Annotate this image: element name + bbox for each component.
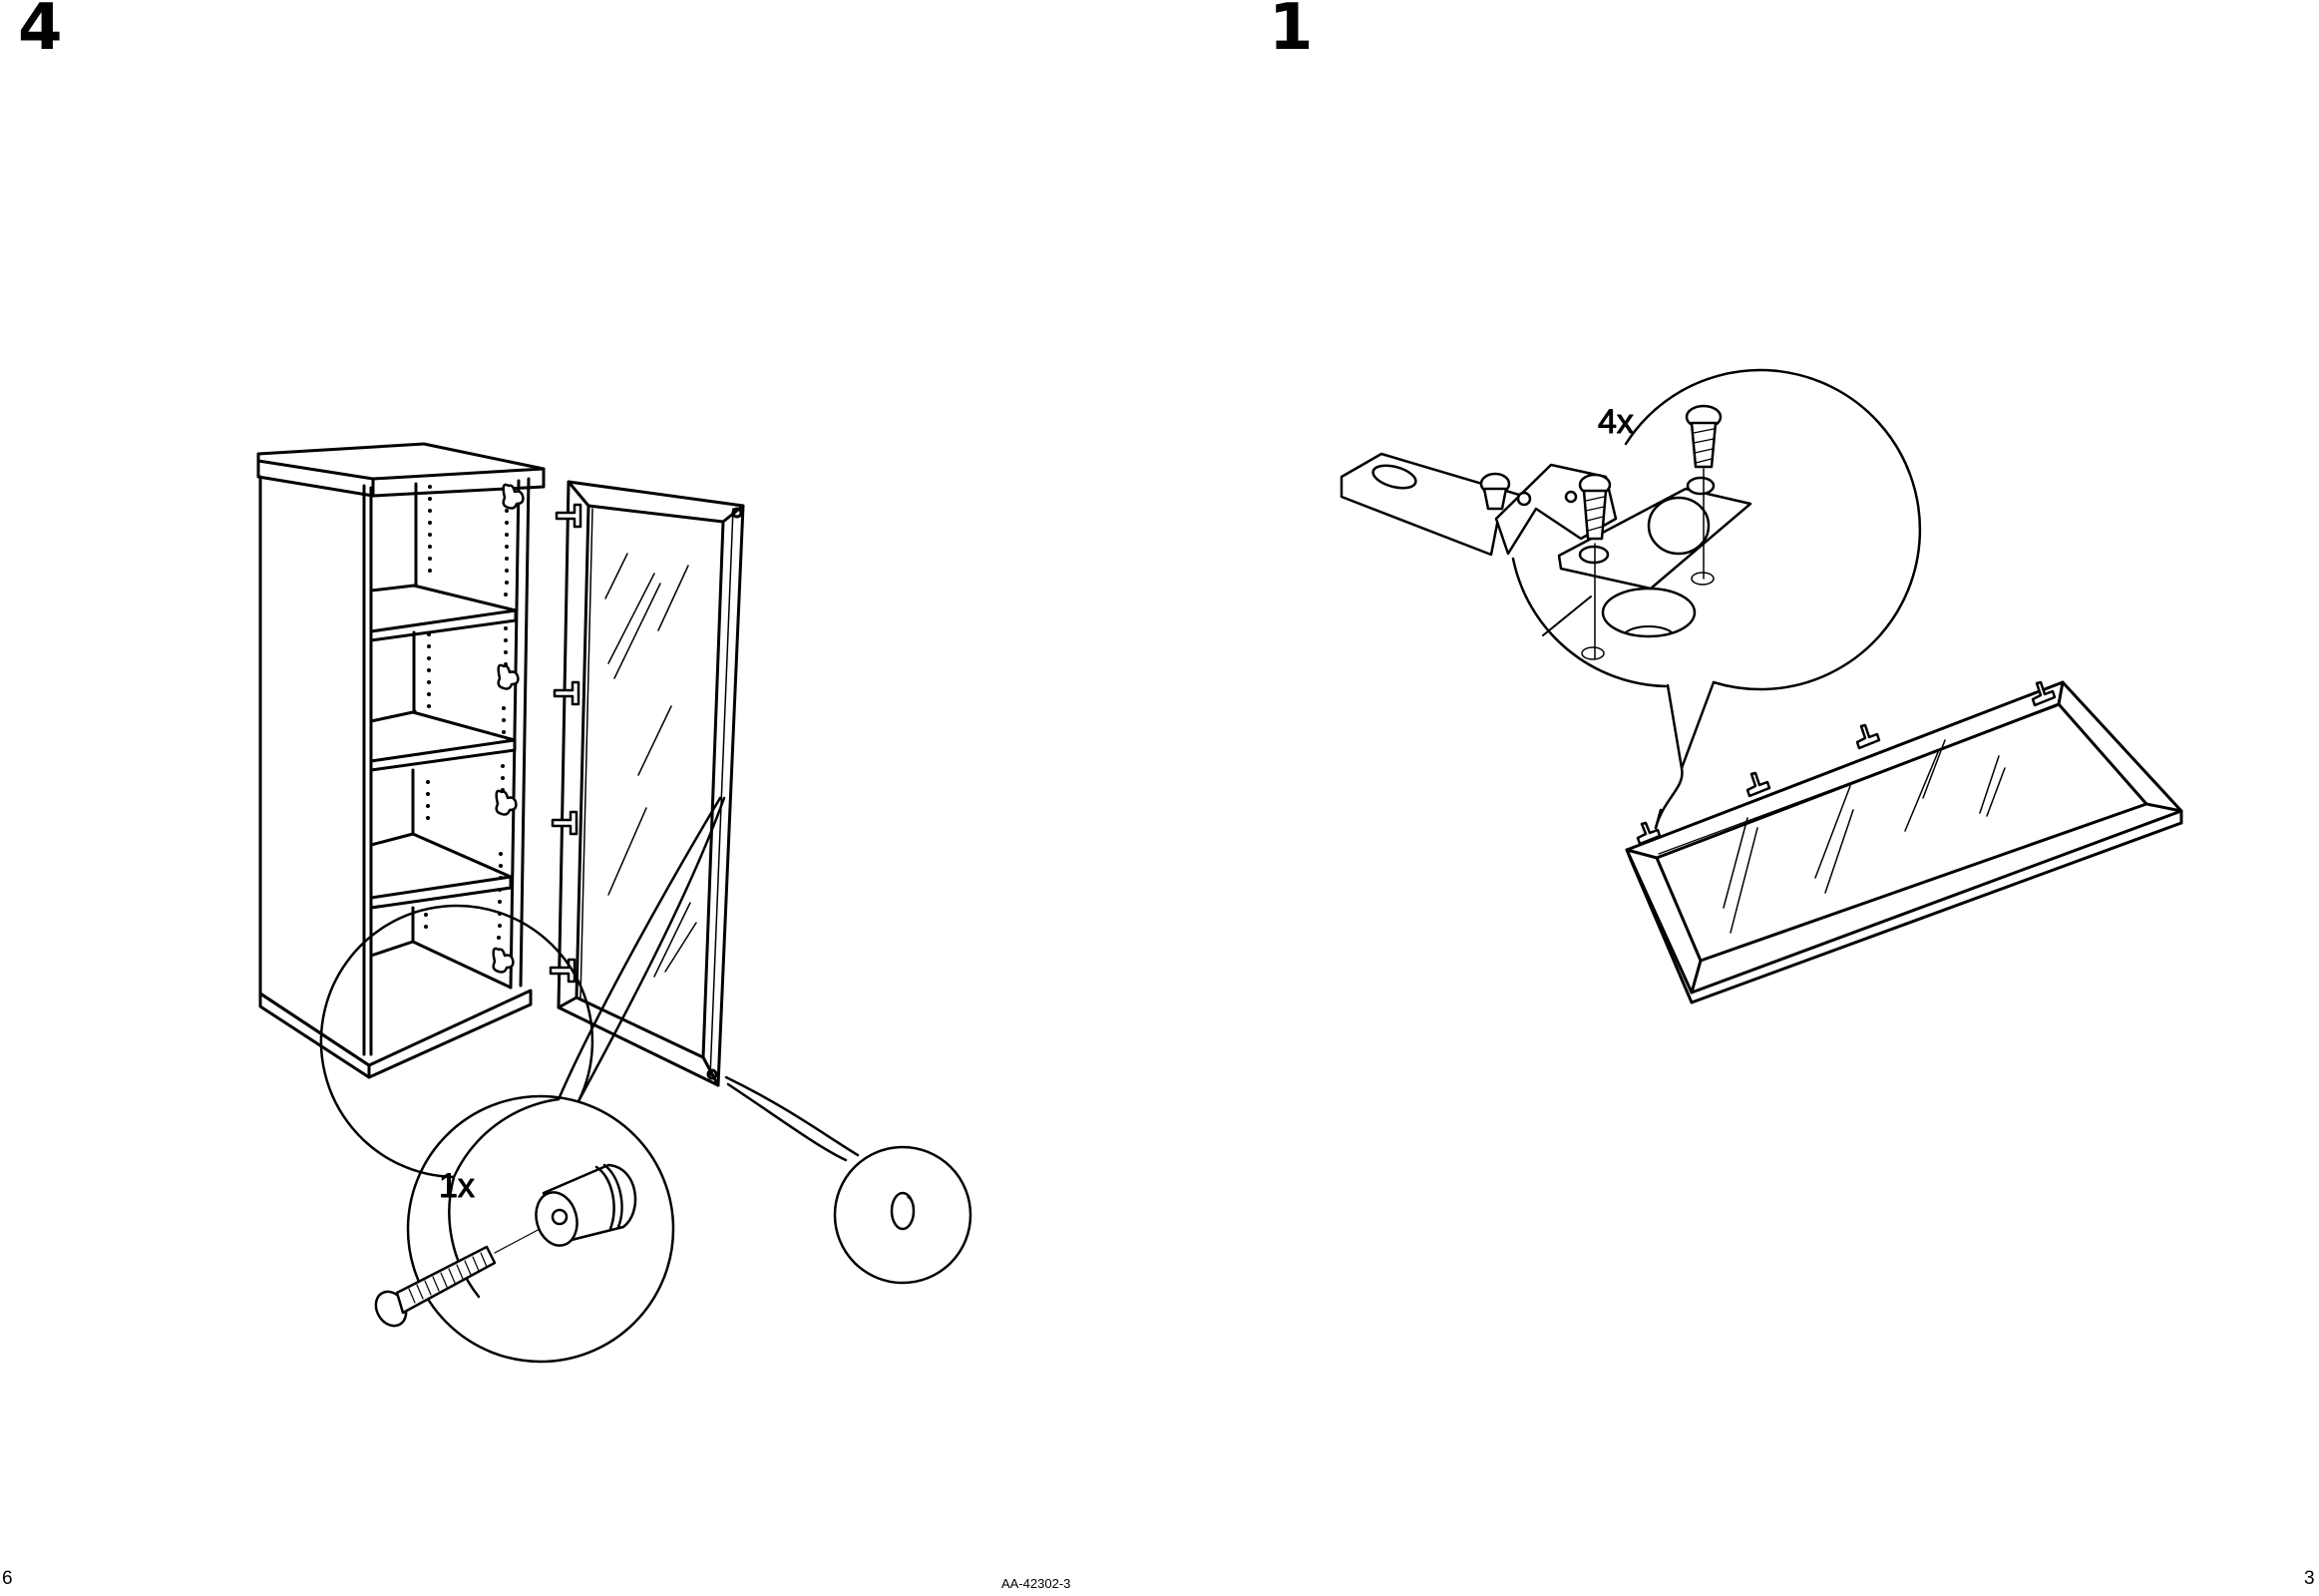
knob-icon (535, 1163, 637, 1247)
screw-guide-lines (1581, 468, 1715, 660)
step-number-right: 1 (1269, 0, 1314, 65)
shelf-pin-holes (424, 485, 509, 940)
quantity-label-1x: 1x (439, 1167, 475, 1205)
bolt-icon (374, 1218, 560, 1328)
callout-hinge-screws (1511, 368, 1922, 830)
page-number-right: 3 (2304, 1568, 2315, 1589)
callout-hole-detail (724, 1075, 972, 1285)
hinge-cup-icons (492, 483, 525, 974)
callout-bolt-knob (319, 796, 726, 1364)
quantity-label-4x: 4x (1598, 403, 1634, 441)
screw-icons (1479, 404, 1723, 541)
door-flat-hinges (1636, 680, 2057, 846)
glass-flat-reflection-lines (1723, 739, 2006, 934)
hinge-icon (1340, 452, 1752, 591)
step-number-left: 4 (18, 0, 63, 65)
cabinet-illustration (256, 442, 546, 1079)
glass-door-illustration (557, 480, 745, 1087)
page-number-left: 6 (2, 1568, 13, 1589)
document-code: AA-42302-3 (1001, 1576, 1071, 1591)
glass-door-flat-illustration (1625, 680, 2183, 1004)
glass-reflection-lines (604, 553, 697, 978)
